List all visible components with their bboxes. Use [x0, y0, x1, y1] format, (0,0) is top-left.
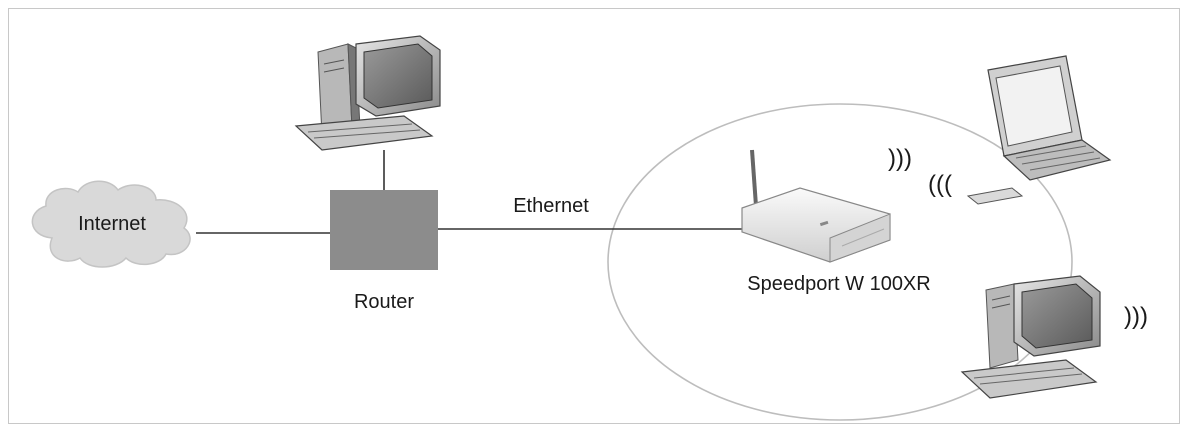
internet-cloud	[31, 180, 191, 268]
internet-label: Internet	[78, 213, 146, 235]
speedport-label: Speedport W 100XR	[747, 273, 930, 295]
speedport-device	[741, 149, 891, 263]
connection-lines	[196, 150, 748, 234]
desktop-pc-bottom-right	[960, 275, 1101, 399]
diagram-frame	[8, 8, 1180, 424]
wireless-signal-out: )))	[888, 145, 912, 172]
wireless-signal-desktop: )))	[1124, 303, 1148, 330]
router-box	[330, 190, 438, 270]
router-label: Router	[354, 291, 414, 313]
laptop	[966, 55, 1112, 205]
desktop-pc-top	[294, 35, 441, 151]
wireless-signal-in: (((	[928, 171, 952, 198]
ethernet-label: Ethernet	[513, 195, 589, 217]
wlan-range-ellipse	[607, 103, 1073, 421]
